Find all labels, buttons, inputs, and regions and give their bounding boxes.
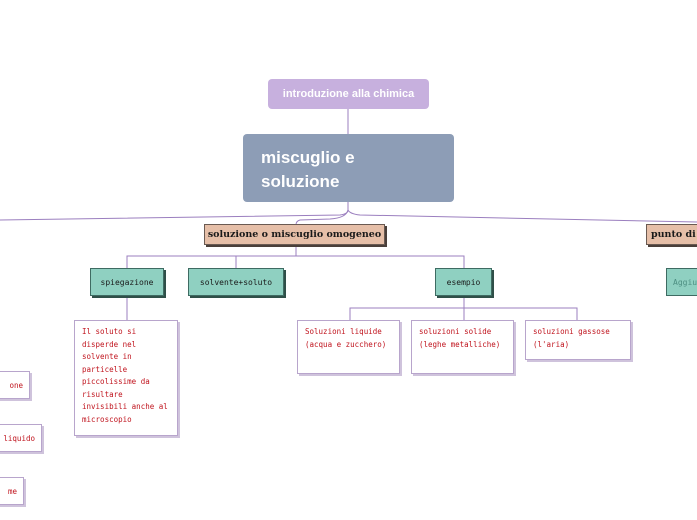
left-edge-node-3[interactable]: me [0,477,24,505]
left-edge-node-2[interactable]: liquido [0,424,42,452]
soluzioni-gassose-node[interactable]: soluzioni gassose (l'aria) [525,320,631,360]
esempio-node[interactable]: esempio [435,268,492,296]
left-edge-node-1[interactable]: one [0,371,30,399]
branch-punto-node[interactable]: punto di [646,224,697,245]
spiegazione-text-node[interactable]: Il soluto si disperde nel solvente in pa… [74,320,178,436]
branch-soluzione-node[interactable]: soluzione o miscuglio omogeneo [204,224,385,245]
intro-node[interactable]: introduzione alla chimica [268,79,429,109]
soluzioni-liquide-node[interactable]: Soluzioni liquide (acqua e zucchero) [297,320,400,374]
solvente-soluto-node[interactable]: solvente+soluto [188,268,284,296]
spiegazione-node[interactable]: spiegazione [90,268,164,296]
soluzioni-solide-node[interactable]: soluzioni solide (leghe metalliche) [411,320,514,374]
main-topic-node[interactable]: miscuglio e soluzione [243,134,454,202]
aggiu-partial-node[interactable]: Aggiu [666,268,697,296]
